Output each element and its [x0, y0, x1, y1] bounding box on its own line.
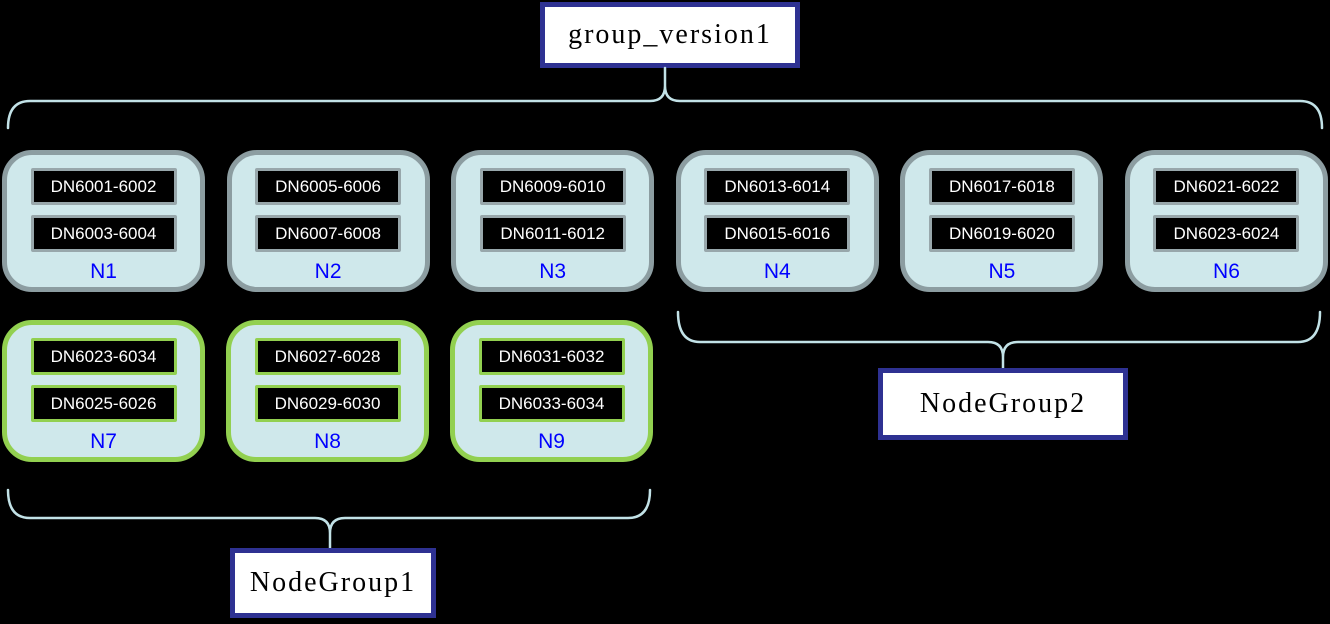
group-version-box: group_version1 [540, 2, 800, 68]
nodegroup1-label: NodeGroup1 [249, 567, 417, 598]
dn-range: DN6027-6028 [254, 338, 401, 375]
node-n1: DN6001-6002 DN6003-6004 N1 [2, 150, 205, 292]
nodegroup1-box: NodeGroup1 [230, 548, 436, 618]
dn-range: DN6031-6032 [478, 338, 625, 375]
dn-range: DN6013-6014 [704, 168, 851, 205]
node-row-1: DN6001-6002 DN6003-6004 N1 DN6005-6006 D… [2, 150, 1328, 292]
node-n2: DN6005-6006 DN6007-6008 N2 [226, 150, 430, 292]
node-n5: DN6017-6018 DN6019-6020 N5 [900, 150, 1104, 292]
dn-range: DN6025-6026 [30, 385, 177, 422]
node-n3: DN6009-6010 DN6011-6012 N3 [451, 150, 655, 292]
dn-range: DN6015-6016 [704, 215, 851, 252]
node-label: N9 [538, 430, 565, 453]
node-n4: DN6013-6014 DN6015-6016 N4 [675, 150, 879, 292]
node-n7: DN6023-6034 DN6025-6026 N7 [2, 320, 205, 462]
nodegroup2-box: NodeGroup2 [878, 368, 1128, 440]
dn-range: DN6003-6004 [30, 215, 177, 252]
nodegroup2-brace [676, 310, 1322, 370]
dn-range: DN6005-6006 [255, 168, 402, 205]
node-n6: DN6021-6022 DN6023-6024 N6 [1124, 150, 1328, 292]
node-label: N1 [90, 260, 117, 283]
dn-range: DN6007-6008 [255, 215, 402, 252]
dn-range: DN6009-6010 [479, 168, 626, 205]
node-label: N5 [988, 260, 1016, 283]
dn-range: DN6033-6034 [478, 385, 625, 422]
nodegroup2-label: NodeGroup2 [919, 388, 1087, 419]
node-row-2: DN6023-6034 DN6025-6026 N7 DN6027-6028 D… [2, 320, 653, 462]
dn-range: DN6001-6002 [30, 168, 177, 205]
dn-range: DN6017-6018 [928, 168, 1075, 205]
node-n8: DN6027-6028 DN6029-6030 N8 [226, 320, 429, 462]
node-label: N2 [314, 260, 342, 283]
group-version-label: group_version1 [568, 19, 772, 50]
node-label: N3 [539, 260, 567, 283]
dn-range: DN6021-6022 [1153, 168, 1300, 205]
node-n9: DN6031-6032 DN6033-6034 N9 [450, 320, 653, 462]
node-label: N6 [1213, 260, 1240, 283]
dn-range: DN6029-6030 [254, 385, 401, 422]
node-label: N4 [763, 260, 791, 283]
dn-range: DN6023-6034 [30, 338, 177, 375]
top-brace [6, 66, 1324, 130]
dn-range: DN6019-6020 [928, 215, 1075, 252]
node-label: N7 [90, 430, 117, 453]
dn-range: DN6023-6024 [1153, 215, 1300, 252]
dn-range: DN6011-6012 [479, 215, 626, 252]
nodegroup1-brace [6, 488, 652, 550]
node-label: N8 [314, 430, 341, 453]
